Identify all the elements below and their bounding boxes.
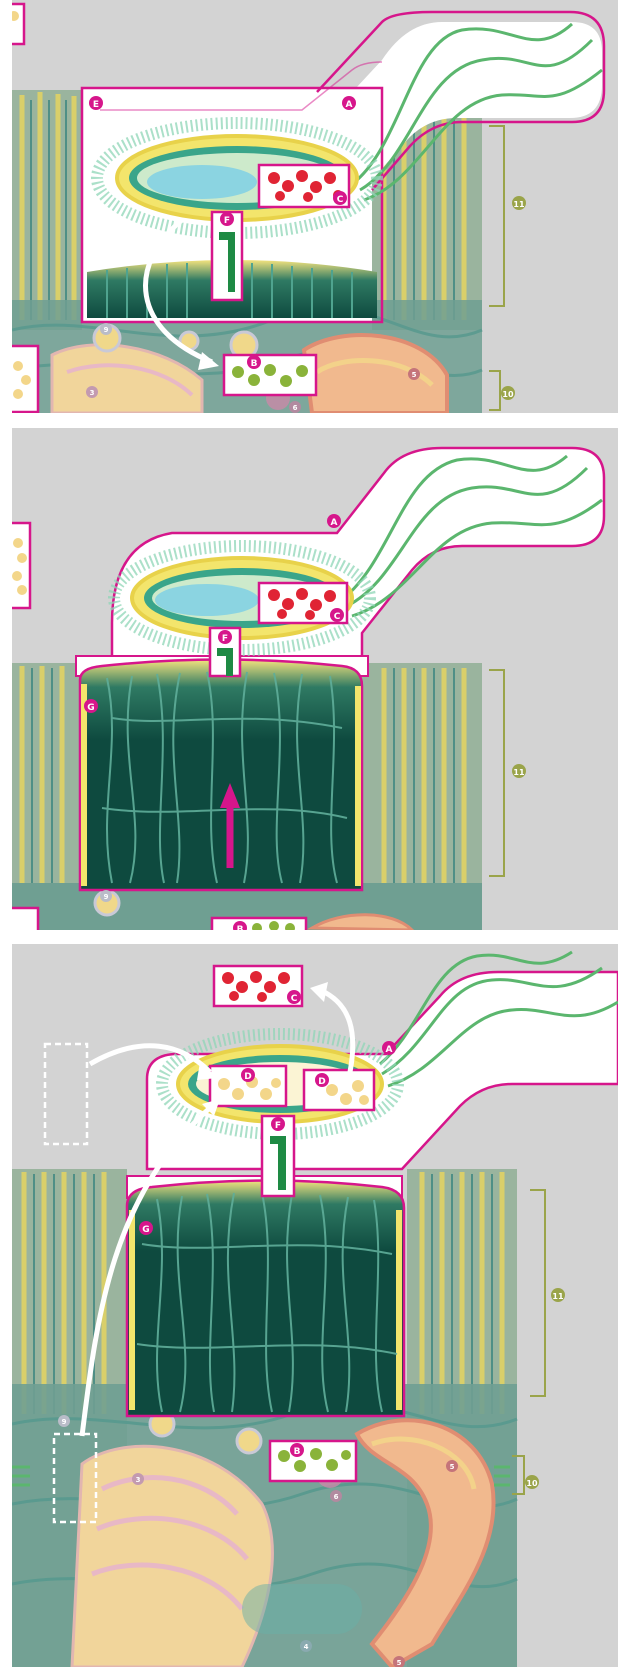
label-d-right: D	[318, 1077, 325, 1087]
label-9: 9	[104, 326, 109, 334]
inset-left-top	[12, 523, 30, 608]
label-9: 9	[104, 893, 109, 901]
inset-left-bottom	[12, 908, 38, 930]
label-c: C	[334, 612, 341, 622]
label-f: F	[275, 1121, 281, 1131]
label-d-left: D	[244, 1072, 251, 1082]
label-6: 6	[293, 404, 298, 412]
label-a: A	[346, 100, 353, 110]
panel-2: A C F G B 11 9	[12, 428, 618, 930]
inset-d-right	[304, 1070, 374, 1110]
inset-b-olive-effectors	[224, 355, 316, 395]
label-c: C	[291, 994, 298, 1004]
panel-2-diagram: A C F G B 11 9	[12, 428, 618, 930]
inset-b-olive-effectors	[270, 1441, 356, 1481]
label-c: C	[337, 195, 344, 205]
label-g: G	[142, 1225, 149, 1235]
panel-1: E A C F B 11 10 9 3 5 6	[12, 0, 618, 413]
label-f: F	[224, 216, 230, 226]
label-3: 3	[136, 1476, 141, 1484]
label-b: B	[251, 359, 258, 369]
label-10: 10	[526, 1479, 538, 1488]
label-9: 9	[62, 1418, 67, 1426]
pedestal	[76, 656, 368, 890]
label-3: 3	[90, 389, 95, 397]
label-a: A	[386, 1045, 393, 1055]
inset-left-top	[12, 4, 24, 44]
label-5-lower: 5	[397, 1659, 402, 1667]
panel-3: A C D D F G B 11 10 9 3 4 5 5 6	[12, 944, 618, 1667]
label-e: E	[93, 100, 99, 110]
label-5: 5	[412, 371, 417, 379]
panel-1-diagram: E A C F B 11 10 9 3 5 6	[12, 0, 618, 413]
pedestal	[127, 1176, 404, 1416]
label-b: B	[237, 925, 244, 930]
label-5-upper: 5	[450, 1463, 455, 1471]
label-g: G	[87, 703, 94, 713]
label-11: 11	[552, 1292, 564, 1301]
panel-3-diagram: A C D D F G B 11 10 9 3 4 5 5 6	[12, 944, 618, 1667]
label-4: 4	[304, 1643, 309, 1651]
label-10: 10	[502, 390, 514, 399]
label-a: A	[331, 518, 338, 528]
label-b: B	[294, 1447, 301, 1457]
label-11: 11	[513, 200, 525, 209]
label-f: F	[222, 634, 228, 644]
label-11: 11	[513, 768, 525, 777]
label-6: 6	[334, 1493, 339, 1501]
